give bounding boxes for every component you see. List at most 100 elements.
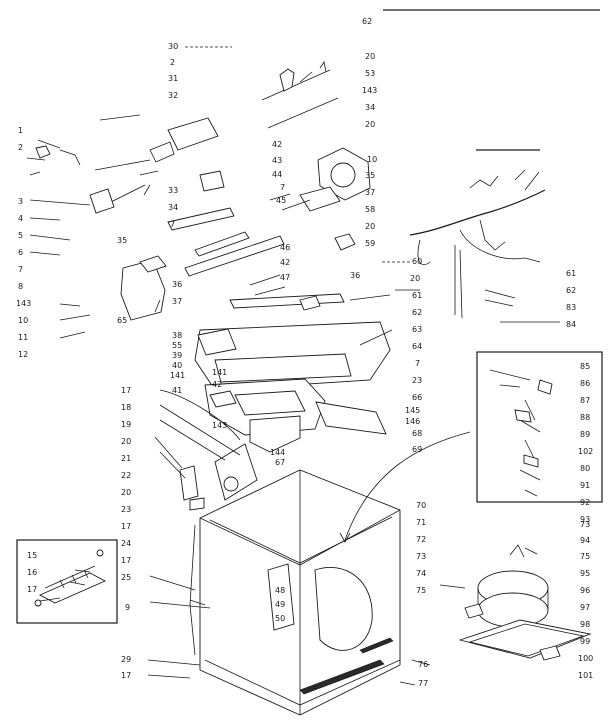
leader-lines bbox=[26, 139, 560, 686]
callout-label: 20 bbox=[410, 274, 420, 283]
callout-label: 7 bbox=[280, 183, 285, 192]
callout-label: 73 bbox=[580, 520, 590, 529]
callout-label: 5 bbox=[18, 231, 23, 240]
callout-label: 75 bbox=[416, 586, 426, 595]
callout-label: 143 bbox=[16, 299, 31, 308]
callout-label: 12 bbox=[18, 350, 28, 359]
callout-label: 145 bbox=[405, 406, 420, 415]
callout-label: 45 bbox=[276, 196, 286, 205]
callout-label: 42 bbox=[280, 258, 290, 267]
callout-label: 8 bbox=[18, 282, 23, 291]
wire-harness bbox=[409, 149, 546, 319]
callout-label: 20 bbox=[365, 222, 375, 231]
callout-label: 10 bbox=[367, 155, 377, 164]
callout-label: 66 bbox=[412, 393, 422, 402]
callout-label: 43 bbox=[272, 156, 282, 165]
callout-label: 19 bbox=[121, 420, 131, 429]
callout-label: 83 bbox=[566, 303, 576, 312]
callout-label: 3 bbox=[18, 197, 23, 206]
callout-label: 96 bbox=[580, 586, 590, 595]
callout-label: 68 bbox=[412, 429, 422, 438]
callout-label: 143 bbox=[362, 86, 377, 95]
callout-label: 46 bbox=[280, 243, 290, 252]
drain-pump bbox=[120, 255, 167, 321]
base-suspension bbox=[458, 544, 592, 661]
callout-label: 91 bbox=[580, 481, 590, 490]
callout-label: 87 bbox=[580, 396, 590, 405]
callout-label: 40 bbox=[172, 361, 182, 370]
callout-label: 7 bbox=[415, 359, 420, 368]
callout-label: 20 bbox=[365, 52, 375, 61]
callout-label: 36 bbox=[172, 280, 182, 289]
callout-label: 34 bbox=[168, 203, 178, 212]
callout-label: 1 bbox=[18, 126, 23, 135]
callout-label: 17 bbox=[121, 386, 131, 395]
callout-label: 86 bbox=[580, 379, 590, 388]
callout-label: 44 bbox=[272, 170, 282, 179]
callout-label: 99 bbox=[580, 637, 590, 646]
callout-label: 146 bbox=[405, 417, 420, 426]
callout-label: 73 bbox=[416, 552, 426, 561]
callout-label: 89 bbox=[580, 430, 590, 439]
callout-label: 24 bbox=[121, 539, 131, 548]
callout-label: 7 bbox=[170, 220, 175, 229]
callout-label: 77 bbox=[418, 679, 428, 688]
callout-label: 16 bbox=[27, 568, 37, 577]
callout-label: 17 bbox=[121, 556, 131, 565]
callout-label: 55 bbox=[172, 341, 182, 350]
callout-label: 34 bbox=[365, 103, 375, 112]
callout-label: 22 bbox=[121, 471, 131, 480]
callout-label: 80 bbox=[580, 464, 590, 473]
callout-label: 42 bbox=[272, 140, 282, 149]
mounting-rails bbox=[167, 207, 285, 277]
cabinet bbox=[189, 469, 401, 716]
timer-switch-plate bbox=[154, 389, 258, 511]
callout-label: 20 bbox=[365, 120, 375, 129]
callout-label: 53 bbox=[365, 69, 375, 78]
callout-label: 75 bbox=[580, 552, 590, 561]
callout-label: 63 bbox=[412, 325, 422, 334]
callout-label: 61 bbox=[566, 269, 576, 278]
callout-label: 31 bbox=[168, 74, 178, 83]
callout-label: 98 bbox=[580, 620, 590, 629]
callout-label: 85 bbox=[580, 362, 590, 371]
callout-label: 11 bbox=[18, 333, 28, 342]
callout-label: 62 bbox=[362, 17, 372, 26]
callout-label: 62 bbox=[412, 308, 422, 317]
callout-label: 35 bbox=[365, 171, 375, 180]
callout-label: 37 bbox=[172, 297, 182, 306]
callout-label: 49 bbox=[275, 600, 285, 609]
callout-label: 58 bbox=[365, 205, 375, 214]
callout-label: 23 bbox=[121, 505, 131, 514]
callout-label: 37 bbox=[365, 188, 375, 197]
transmission-detail-inset bbox=[476, 351, 603, 503]
callout-label: 74 bbox=[416, 569, 426, 578]
callout-label: 15 bbox=[27, 551, 37, 560]
lid-assembly bbox=[204, 378, 387, 453]
callout-label: 72 bbox=[416, 535, 426, 544]
callout-label: 2 bbox=[18, 143, 23, 152]
callout-label: 143 bbox=[212, 421, 227, 430]
callout-label: 93 bbox=[580, 515, 590, 524]
callout-label: 65 bbox=[117, 316, 127, 325]
callout-label: 64 bbox=[412, 342, 422, 351]
callout-label: 6 bbox=[18, 248, 23, 257]
callout-label: 29 bbox=[121, 655, 131, 664]
callout-label: 36 bbox=[350, 271, 360, 280]
callout-label: 7 bbox=[18, 265, 23, 274]
callout-label: 18 bbox=[121, 403, 131, 412]
callout-label: 88 bbox=[580, 413, 590, 422]
callout-label: 70 bbox=[416, 501, 426, 510]
callout-label: 21 bbox=[121, 454, 131, 463]
callout-label: 67 bbox=[275, 458, 285, 467]
callout-label: 95 bbox=[580, 569, 590, 578]
callout-label: 61 bbox=[412, 291, 422, 300]
callout-label: 30 bbox=[168, 42, 178, 51]
callout-label: 32 bbox=[168, 91, 178, 100]
callout-label: 102 bbox=[578, 447, 593, 456]
callout-label: 94 bbox=[580, 536, 590, 545]
callout-label: 2 bbox=[170, 58, 175, 67]
callout-label: 20 bbox=[121, 437, 131, 446]
callout-label: 33 bbox=[168, 186, 178, 195]
